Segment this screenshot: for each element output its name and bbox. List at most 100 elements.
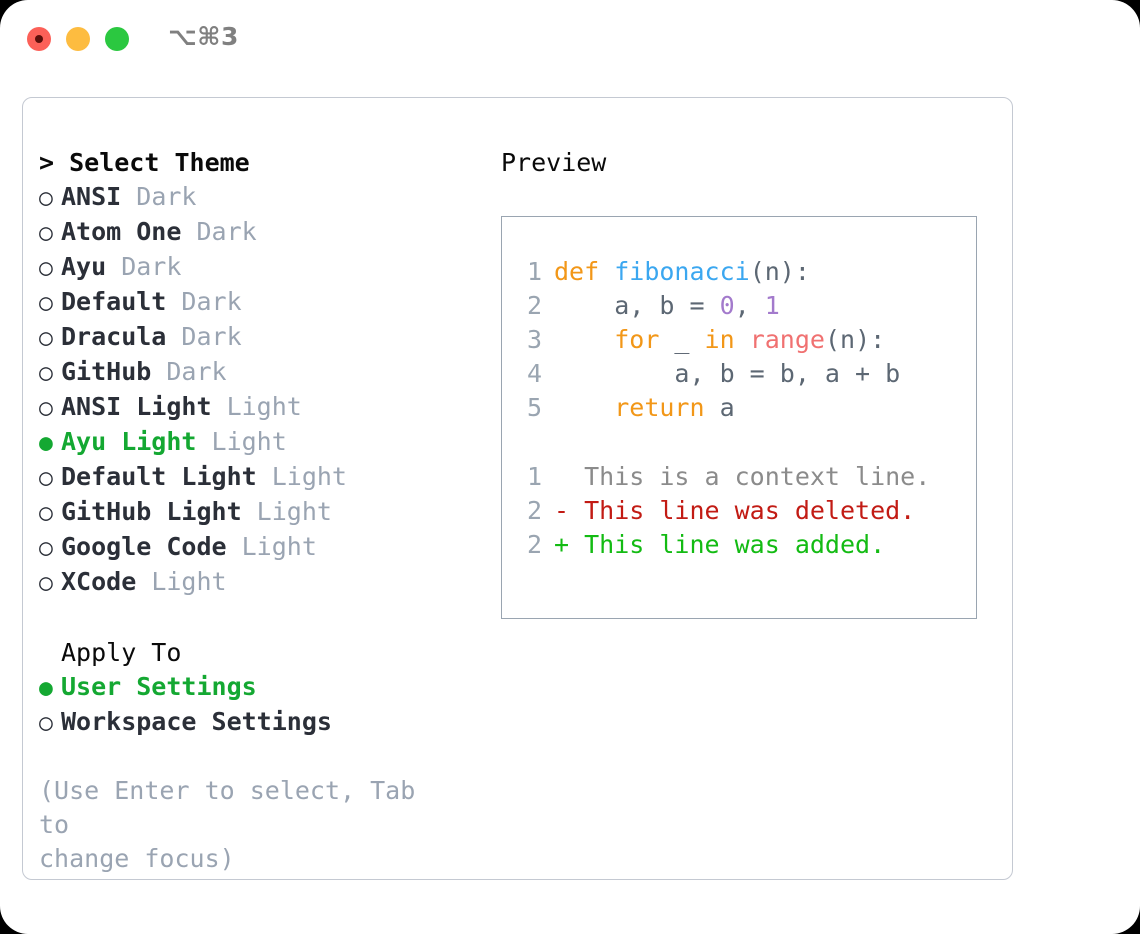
keyboard-hint-text: (Use Enter to select, Tab to change focu…: [39, 776, 416, 873]
theme-option-label: Dracula: [61, 322, 167, 351]
code-token-num: 0: [719, 291, 735, 320]
theme-option-variant: Light: [226, 532, 317, 561]
code-line-text: return a: [554, 391, 735, 425]
code-token-txt: (n):: [749, 257, 810, 286]
code-line-number: 3: [526, 325, 542, 354]
code-line-text: for _ in range(n):: [554, 323, 885, 357]
code-line: 4 a, b = b, a + b: [516, 357, 900, 391]
diff-line-number: 2: [526, 530, 542, 559]
diff-line: 2- This line was deleted.: [516, 494, 930, 528]
theme-option-variant: Light: [136, 567, 227, 596]
code-line: 5 return a: [516, 391, 900, 425]
theme-option-list[interactable]: ○ANSI Dark○Atom One Dark○Ayu Dark○Defaul…: [39, 180, 489, 600]
code-token-kw: for: [614, 325, 660, 354]
radio-unselected-icon: ○: [39, 535, 53, 561]
code-token-bi: range: [749, 325, 825, 354]
maximize-window-button[interactable]: [105, 27, 129, 51]
close-window-button[interactable]: [27, 27, 51, 51]
theme-option-label: Ayu Light: [61, 427, 197, 456]
apply-option-label: User Settings: [61, 672, 257, 701]
code-line: 2 a, b = 0, 1: [516, 289, 900, 323]
radio-unselected-icon: ○: [39, 710, 53, 736]
code-token-txt: [554, 325, 614, 354]
panel-columns: > Select Theme ○ANSI Dark○Atom One Dark○…: [23, 98, 1012, 879]
theme-option-11[interactable]: ○ XCode Light: [39, 565, 489, 600]
code-token-txt: [554, 393, 614, 422]
theme-option-3[interactable]: ○Default Dark: [39, 285, 489, 320]
radio-unselected-icon: ○: [39, 290, 53, 316]
theme-option-label: Ayu: [61, 252, 107, 281]
theme-option-6[interactable]: ○ANSI Light Light: [39, 390, 489, 425]
radio-unselected-icon: ○: [39, 570, 53, 596]
radio-unselected-icon: ○: [39, 360, 53, 386]
diff-line: 2 + This line was added.: [516, 528, 930, 562]
radio-unselected-icon: ○: [39, 220, 53, 246]
theme-option-label: Google Code: [61, 532, 227, 561]
theme-selection-column: > Select Theme ○ANSI Dark○Atom One Dark○…: [39, 146, 489, 876]
code-token-kw: in: [704, 325, 735, 354]
diff-line-text-add: + This line was added.: [554, 530, 886, 559]
theme-option-1[interactable]: ○ Atom One Dark: [39, 215, 489, 250]
code-token-txt: a: [704, 393, 735, 422]
radio-selected-icon: ●: [39, 675, 53, 701]
code-token-kw: def: [554, 257, 615, 286]
diff-line-text-ctx: This is a context line.: [554, 462, 931, 491]
apply-option-0[interactable]: ● User Settings: [39, 670, 489, 705]
theme-option-2[interactable]: ○Ayu Dark: [39, 250, 489, 285]
code-line-text: a, b = 0, 1: [554, 289, 780, 323]
theme-option-variant: Dark: [106, 252, 182, 281]
code-token-txt: [735, 325, 750, 354]
code-line: 3 for _ in range(n):: [516, 323, 900, 357]
theme-option-variant: Light: [211, 392, 302, 421]
code-token-kw: return: [614, 393, 705, 422]
diff-line-number: 2: [526, 496, 542, 525]
theme-option-label: GitHub Light: [61, 497, 242, 526]
theme-option-0[interactable]: ○ ANSI Dark: [39, 180, 489, 215]
window-shortcut-label: ⌥⌘3: [168, 22, 239, 51]
diff-sample: 1 This is a context line.2- This line wa…: [516, 460, 930, 562]
theme-option-variant: Light: [241, 497, 332, 526]
theme-option-label: GitHub: [61, 357, 152, 386]
theme-option-variant: Dark: [181, 217, 257, 246]
code-token-txt: a, b =: [554, 291, 720, 320]
radio-unselected-icon: ○: [39, 325, 53, 351]
theme-option-label: Default Light: [61, 462, 257, 491]
window-controls: [27, 27, 129, 51]
minimize-window-button[interactable]: [66, 27, 90, 51]
apply-to-header: Apply To: [61, 638, 182, 667]
apply-option-1[interactable]: ○ Workspace Settings: [39, 705, 489, 740]
theme-option-variant: Light: [196, 427, 287, 456]
theme-option-variant: Dark: [121, 182, 197, 211]
apply-option-label: Workspace Settings: [61, 707, 332, 736]
code-token-txt: ,: [734, 291, 765, 320]
theme-option-label: ANSI: [61, 182, 122, 211]
code-line-text: def fibonacci(n):: [554, 255, 810, 289]
theme-option-8[interactable]: ○Default Light Light: [39, 460, 489, 495]
theme-option-5[interactable]: ○ GitHub Dark: [39, 355, 489, 390]
code-line-number: 4: [526, 359, 542, 388]
theme-option-label: Atom One: [61, 217, 182, 246]
theme-option-7[interactable]: ● Ayu Light Light: [39, 425, 489, 460]
apply-to-option-list[interactable]: ● User Settings ○ Workspace Settings: [39, 670, 489, 740]
radio-selected-icon: ●: [39, 430, 53, 456]
theme-option-4[interactable]: ○Dracula Dark: [39, 320, 489, 355]
theme-option-9[interactable]: ○ GitHub Light Light: [39, 495, 489, 530]
select-theme-header: > Select Theme: [39, 148, 250, 177]
theme-option-10[interactable]: ○ Google Code Light: [39, 530, 489, 565]
code-token-num: 1: [764, 291, 780, 320]
code-line-number: 1: [526, 257, 542, 286]
radio-unselected-icon: ○: [39, 395, 53, 421]
code-line-text: a, b = b, a + b: [554, 357, 900, 391]
preview-header: Preview: [501, 148, 607, 177]
radio-unselected-icon: ○: [39, 185, 53, 211]
theme-option-label: XCode: [61, 567, 137, 596]
radio-unselected-icon: ○: [39, 465, 53, 491]
code-line-number: 5: [526, 393, 542, 422]
code-token-txt: (n):: [824, 325, 886, 354]
theme-option-variant: Dark: [151, 357, 227, 386]
theme-option-label: Default: [61, 287, 167, 316]
radio-unselected-icon: ○: [39, 500, 53, 526]
